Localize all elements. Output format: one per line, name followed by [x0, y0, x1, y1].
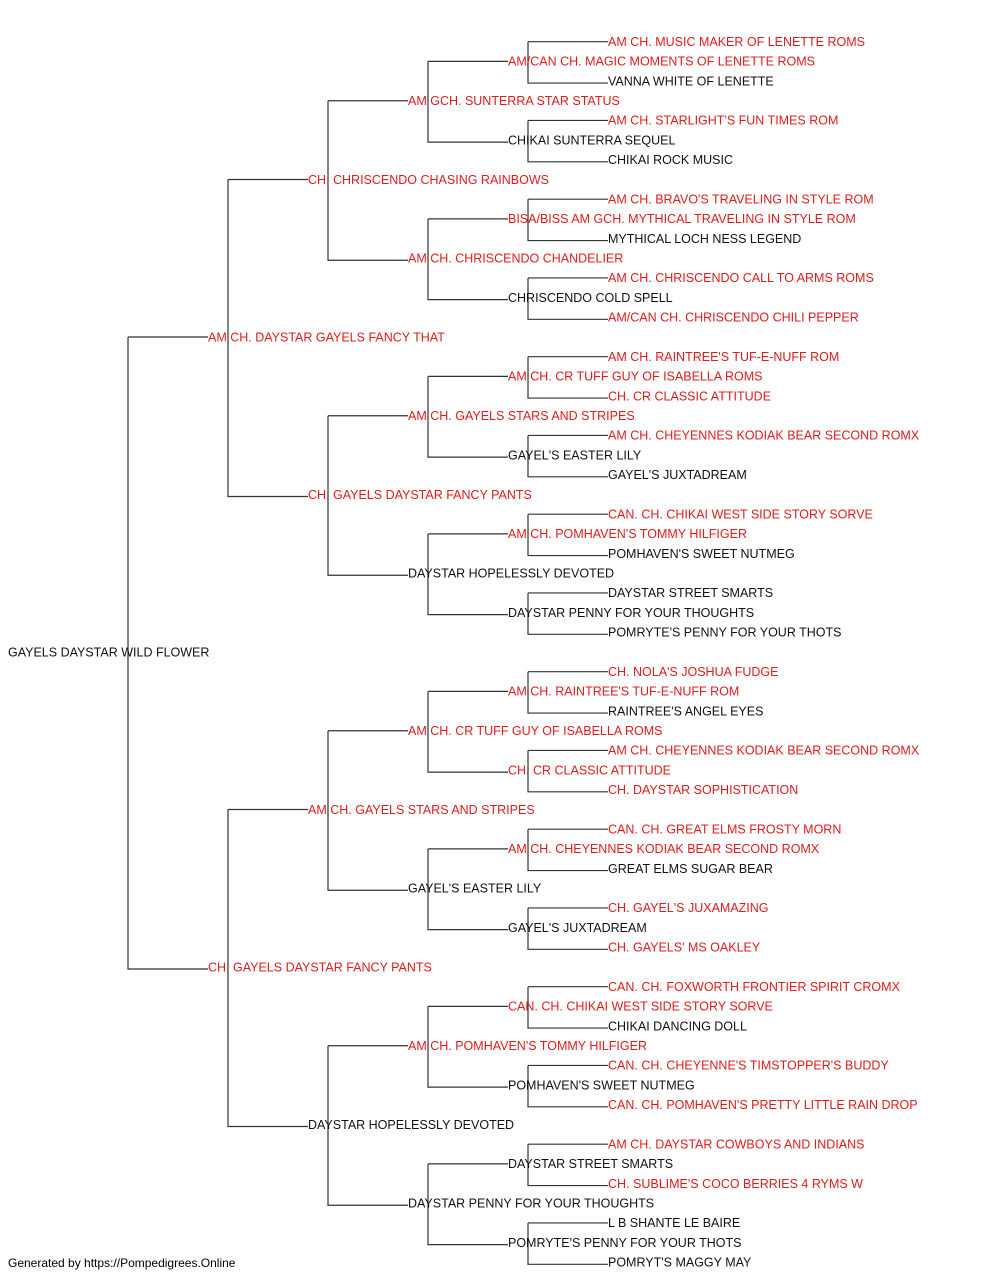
ancestor-name: AM CH. CHRISCENDO CALL TO ARMS ROMS [608, 271, 874, 285]
connector-lines [127, 41, 608, 1265]
ancestor-name: AM CH. CHRISCENDO CHANDELIER [408, 252, 623, 266]
ancestor-name: CAN. CH. POMHAVEN'S PRETTY LITTLE RAIN D… [608, 1098, 918, 1112]
connector-line [527, 986, 608, 1029]
ancestor-name: MYTHICAL LOCH NESS LEGEND [608, 232, 801, 246]
connector-line [227, 178, 308, 498]
connector-line [427, 218, 508, 301]
connector-line [527, 1143, 608, 1187]
connector-line [527, 198, 608, 242]
connector-line [527, 277, 608, 320]
ancestor-name: CAN. CH. GREAT ELMS FROSTY MORN [608, 822, 841, 836]
ancestor-name: GAYEL'S JUXTADREAM [508, 921, 647, 935]
connector-line [327, 100, 408, 261]
ancestor-name: AM/CAN CH. CHRISCENDO CHILI PEPPER [608, 311, 859, 325]
connector-line [527, 907, 608, 950]
ancestor-name: RAINTREE'S ANGEL EYES [608, 704, 763, 718]
connector-line [527, 828, 608, 872]
ancestor-name: POMHAVEN'S SWEET NUTMEG [508, 1078, 695, 1092]
connector-line [327, 730, 408, 891]
ancestor-name: AM CH. CR TUFF GUY OF ISABELLA ROMS [408, 724, 662, 738]
ancestor-name: GAYEL'S EASTER LILY [408, 882, 542, 896]
ancestor-name: POMHAVEN'S SWEET NUTMEG [608, 547, 795, 561]
ancestor-name: CH. CR CLASSIC ATTITUDE [508, 763, 671, 777]
ancestor-name: AM GCH. SUNTERRA STAR STATUS [408, 94, 620, 108]
ancestor-name: CHRISCENDO COLD SPELL [508, 291, 673, 305]
ancestor-name: CH. GAYELS DAYSTAR FANCY PANTS [208, 960, 432, 974]
connector-line [427, 848, 508, 931]
footer-credit: Generated by https://Pompedigrees.Online [8, 1256, 236, 1270]
connector-line [527, 671, 608, 714]
ancestor-name: CH. CHRISCENDO CHASING RAINBOWS [308, 173, 549, 187]
ancestor-name: DAYSTAR PENNY FOR YOUR THOUGHTS [508, 606, 754, 620]
ancestor-name: CHIKAI ROCK MUSIC [608, 153, 733, 167]
connector-line [427, 1163, 508, 1246]
ancestor-name: AM CH. DAYSTAR COWBOYS AND INDIANS [608, 1137, 865, 1151]
ancestor-name: CAN. CH. CHIKAI WEST SIDE STORY SORVE [508, 1000, 773, 1014]
ancestor-name: CH. SUBLIME'S COCO BERRIES 4 RYMS W [608, 1177, 863, 1191]
ancestor-labels: GAYELS DAYSTAR WILD FLOWER AM CH. DAYSTAR… [8, 35, 920, 1270]
ancestor-name: AM CH. RAINTREE'S TUF-E-NUFF ROM [608, 350, 839, 364]
connector-line [527, 434, 608, 478]
ancestor-name: DAYSTAR HOPELESSLY DEVOTED [408, 567, 614, 581]
ancestor-name: POMRYTE'S PENNY FOR YOUR THOTS [508, 1236, 741, 1250]
ancestor-name: GREAT ELMS SUGAR BEAR [608, 862, 773, 876]
connector-line [327, 415, 408, 576]
ancestor-name: CH. DAYSTAR SOPHISTICATION [608, 783, 798, 797]
ancestor-name: AM CH. GAYELS STARS AND STRIPES [408, 409, 635, 423]
connector-line [527, 1222, 608, 1265]
ancestor-name: CH. GAYELS DAYSTAR FANCY PANTS [308, 488, 532, 502]
ancestor-name: VANNA WHITE OF LENETTE [608, 74, 774, 88]
ancestor-name: DAYSTAR STREET SMARTS [508, 1157, 673, 1171]
connector-line [527, 592, 608, 635]
connector-line [527, 356, 608, 399]
connector-line [527, 513, 608, 557]
connector-line [127, 336, 208, 970]
ancestor-name: AM CH. POMHAVEN'S TOMMY HILFIGER [508, 527, 747, 541]
ancestor-name: AM CH. CHEYENNES KODIAK BEAR SECOND ROMX [608, 429, 920, 443]
ancestor-name: CAN. CH. FOXWORTH FRONTIER SPIRIT CROMX [608, 980, 901, 994]
ancestor-name: BISA/BISS AM GCH. MYTHICAL TRAVELING IN … [508, 212, 856, 226]
ancestor-name: AM CH. CR TUFF GUY OF ISABELLA ROMS [508, 370, 762, 384]
ancestor-name: CHIKAI SUNTERRA SEQUEL [508, 133, 675, 147]
ancestor-name: AM CH. MUSIC MAKER OF LENETTE ROMS [608, 35, 865, 49]
ancestor-name: CH. NOLA'S JOSHUA FUDGE [608, 665, 778, 679]
connector-line [427, 375, 508, 458]
ancestor-name: AM CH. BRAVO'S TRAVELING IN STYLE ROM [608, 192, 874, 206]
ancestor-name: CAN. CH. CHEYENNE'S TIMSTOPPER'S BUDDY [608, 1059, 889, 1073]
ancestor-name: POMRYT'S MAGGY MAY [608, 1256, 752, 1270]
connector-line [427, 60, 508, 143]
ancestor-name: DAYSTAR HOPELESSLY DEVOTED [308, 1118, 514, 1132]
ancestor-name: AM CH. RAINTREE'S TUF-E-NUFF ROM [508, 685, 739, 699]
connector-line [527, 749, 608, 793]
ancestor-name: AM CH. POMHAVEN'S TOMMY HILFIGER [408, 1039, 647, 1053]
ancestor-name: GAYELS DAYSTAR WILD FLOWER [8, 645, 209, 659]
connector-line [227, 808, 308, 1128]
ancestor-name: GAYEL'S JUXTADREAM [608, 468, 747, 482]
connector-line [427, 690, 508, 773]
ancestor-name: CH. CR CLASSIC ATTITUDE [608, 389, 771, 403]
connector-line [427, 533, 508, 616]
ancestor-name: CHIKAI DANCING DOLL [608, 1019, 747, 1033]
ancestor-name: AM CH. GAYELS STARS AND STRIPES [308, 803, 535, 817]
ancestor-name: CH. GAYEL'S JUXAMAZING [608, 901, 769, 915]
ancestor-name: L B SHANTE LE BAIRE [608, 1216, 740, 1230]
ancestor-name: POMRYTE'S PENNY FOR YOUR THOTS [608, 626, 841, 640]
ancestor-name: AM/CAN CH. MAGIC MOMENTS OF LENETTE ROMS [508, 55, 815, 69]
ancestor-name: CAN. CH. CHIKAI WEST SIDE STORY SORVE [608, 507, 873, 521]
ancestor-name: DAYSTAR STREET SMARTS [608, 586, 773, 600]
connector-line [427, 1005, 508, 1088]
ancestor-name: CH. GAYELS' MS OAKLEY [608, 941, 761, 955]
connector-line [527, 1064, 608, 1108]
connector-line [327, 1045, 408, 1206]
ancestor-name: AM CH. CHEYENNES KODIAK BEAR SECOND ROMX [508, 842, 820, 856]
ancestor-name: DAYSTAR PENNY FOR YOUR THOUGHTS [408, 1197, 654, 1211]
ancestor-name: GAYEL'S EASTER LILY [508, 448, 642, 462]
ancestor-name: AM CH. STARLIGHT'S FUN TIMES ROM [608, 114, 838, 128]
connector-line [527, 119, 608, 163]
ancestor-name: AM CH. DAYSTAR GAYELS FANCY THAT [208, 330, 445, 344]
ancestor-name: AM CH. CHEYENNES KODIAK BEAR SECOND ROMX [608, 744, 920, 758]
connector-line [527, 41, 608, 84]
